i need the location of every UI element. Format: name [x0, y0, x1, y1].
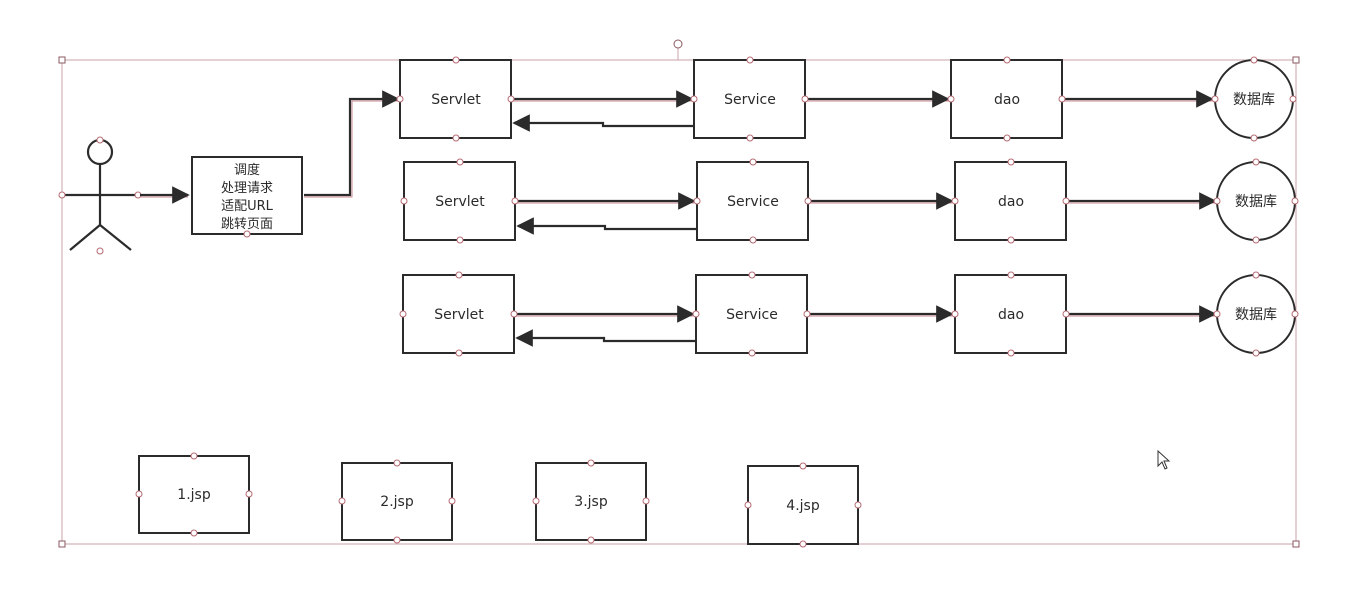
connector-service-servlet-2[interactable] — [516, 217, 696, 235]
database-node-3[interactable]: 数据库 — [1213, 271, 1299, 357]
jsp-node-3[interactable]: 3.jsp — [532, 459, 650, 544]
jsp-node-4[interactable]: 4.jsp — [744, 462, 862, 548]
jsp-node-1[interactable]: 1.jsp — [135, 452, 253, 537]
jsp-label-4: 4.jsp — [786, 498, 820, 514]
servlet-node-2[interactable]: Servlet — [400, 158, 519, 244]
service-node-3[interactable]: Service — [692, 271, 811, 357]
dispatcher-node[interactable]: 调度 处理请求 适配URL 跳转页面 — [191, 156, 303, 238]
mouse-cursor-icon — [1157, 449, 1171, 470]
resize-handle-se[interactable] — [1292, 540, 1300, 548]
dao-node-2[interactable]: dao — [951, 158, 1070, 244]
database-label-1: 数据库 — [1233, 92, 1275, 108]
database-label-3: 数据库 — [1235, 307, 1277, 323]
service-label-2: Service — [727, 194, 779, 210]
dispatcher-line-4: 跳转页面 — [221, 217, 273, 232]
dao-label-2: dao — [998, 194, 1024, 210]
dao-node-1[interactable]: dao — [947, 56, 1066, 142]
servlet-label-1: Servlet — [431, 92, 481, 108]
dispatcher-line-1: 调度 — [234, 162, 260, 178]
dao-label-1: dao — [994, 92, 1020, 108]
servlet-label-3: Servlet — [434, 307, 484, 323]
database-node-2[interactable]: 数据库 — [1213, 158, 1299, 244]
rotate-handle[interactable] — [673, 39, 683, 49]
user-actor-icon[interactable] — [58, 136, 142, 255]
database-node-1[interactable]: 数据库 — [1211, 56, 1297, 142]
database-label-2: 数据库 — [1235, 194, 1277, 210]
connector-service-servlet-1[interactable] — [512, 114, 694, 132]
connector-dispatcher-servlet[interactable] — [304, 90, 400, 197]
selection-frame[interactable] — [58, 39, 1300, 548]
service-node-2[interactable]: Service — [693, 158, 812, 244]
service-label-3: Service — [726, 307, 778, 323]
dispatcher-line-2: 处理请求 — [221, 181, 273, 196]
jsp-label-2: 2.jsp — [380, 494, 414, 510]
dao-node-3[interactable]: dao — [951, 271, 1070, 357]
dao-label-3: dao — [998, 307, 1024, 323]
servlet-label-2: Servlet — [435, 194, 485, 210]
connectors — [140, 90, 1217, 347]
service-node-1[interactable]: Service — [690, 56, 809, 142]
jsp-label-3: 3.jsp — [574, 494, 608, 510]
service-label-1: Service — [724, 92, 776, 108]
dispatcher-line-3: 适配URL — [221, 199, 274, 214]
servlet-node-3[interactable]: Servlet — [399, 271, 518, 357]
jsp-label-1: 1.jsp — [177, 487, 211, 503]
connector-service-servlet-3[interactable] — [515, 329, 695, 347]
resize-handle-sw[interactable] — [58, 540, 66, 548]
resize-handle-nw[interactable] — [58, 56, 66, 64]
servlet-node-1[interactable]: Servlet — [396, 56, 515, 142]
jsp-node-2[interactable]: 2.jsp — [338, 459, 456, 544]
resize-handle-ne[interactable] — [1292, 56, 1300, 64]
